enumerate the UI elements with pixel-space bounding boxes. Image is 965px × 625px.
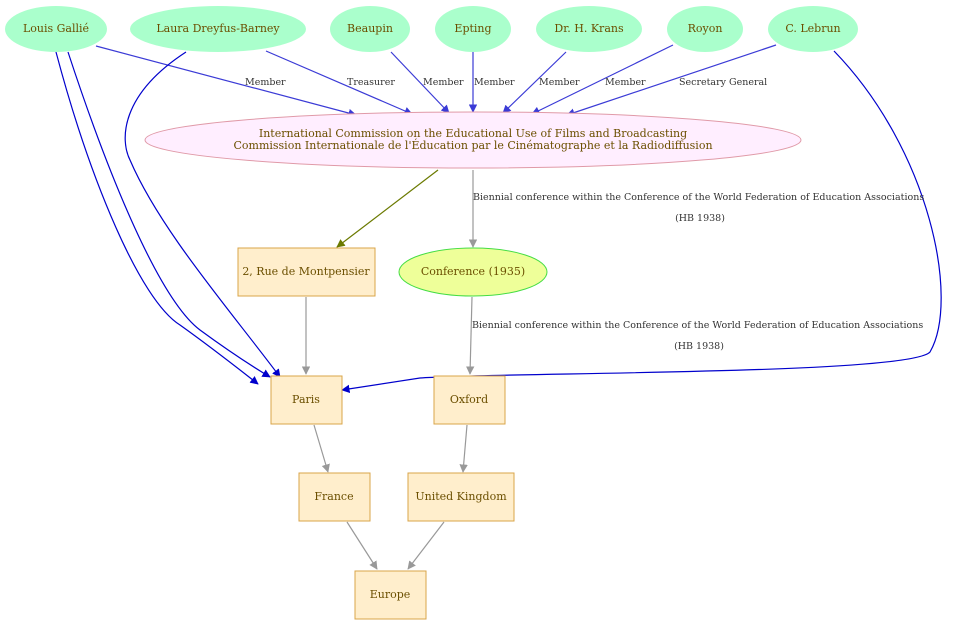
node-label: France <box>314 490 353 503</box>
node-label: Conference (1935) <box>421 265 525 278</box>
edges-person-place <box>55 50 942 394</box>
label-biennial-upper: Biennial conference within the Conferenc… <box>473 192 924 203</box>
edge-lebrun-secretary <box>566 44 777 117</box>
node-shape <box>435 6 511 52</box>
node-shape <box>354 570 427 620</box>
edges-hierarchy <box>301 169 478 570</box>
node-beaupin[interactable]: Beaupin <box>330 6 410 52</box>
node-label: Royon <box>688 22 723 35</box>
edge-dreyfus-treasurer <box>265 50 413 115</box>
node-commission[interactable]: International Commission on the Educatio… <box>144 111 802 169</box>
node-shape <box>433 375 506 425</box>
node-shape <box>330 6 410 52</box>
label-hb-lower: (HB 1938) <box>674 341 724 352</box>
edge-oxford-uk <box>459 424 468 473</box>
node-shape <box>768 6 858 52</box>
edges-membership <box>95 44 777 118</box>
node-epting[interactable]: Epting <box>435 6 511 52</box>
node-oxford[interactable]: Oxford <box>433 375 506 425</box>
node-united-kingdom[interactable]: United Kingdom <box>407 472 515 522</box>
node-laura-dreyfus-barney[interactable]: Laura Dreyfus-Barney <box>130 6 306 52</box>
node-label: Laura Dreyfus-Barney <box>156 22 280 35</box>
node-label: Beaupin <box>347 22 393 35</box>
node-shape <box>130 6 306 52</box>
node-label: Louis Gallié <box>23 22 89 35</box>
node-shape <box>270 375 343 425</box>
label-hb-upper: (HB 1938) <box>675 213 725 224</box>
edge-lebrun-paris <box>341 50 942 394</box>
edge-uk-europe <box>407 521 445 570</box>
label-lebrun-secretary: Secretary General <box>679 77 767 88</box>
label-beaupin-member: Member <box>423 77 464 88</box>
node-shape <box>536 6 642 52</box>
node-louis-gallie[interactable]: Louis Gallié <box>5 6 107 52</box>
edge-conference-oxford <box>465 296 475 375</box>
node-rue-de-montpensier[interactable]: 2, Rue de Montpensier <box>237 247 376 297</box>
edge-krans-member <box>502 51 567 114</box>
org-name-french: Commission Internationale de l'Éducation… <box>233 138 712 152</box>
org-name-english: International Commission on the Educatio… <box>259 127 687 140</box>
node-label: Paris <box>292 393 320 406</box>
edge-paris-france <box>313 424 330 473</box>
node-shape <box>667 6 743 52</box>
edge-france-europe <box>346 521 378 570</box>
node-shape <box>5 6 107 52</box>
edge-gallie-paris-2 <box>67 51 271 378</box>
node-label: Epting <box>454 22 491 35</box>
node-paris[interactable]: Paris <box>270 375 343 425</box>
edge-gallie-member <box>95 45 357 118</box>
node-label: United Kingdom <box>415 490 507 503</box>
edge-royon-member <box>531 44 674 115</box>
label-dreyfus-treasurer: Treasurer <box>347 77 395 88</box>
edge-gallie-paris-1 <box>55 51 259 385</box>
node-shape <box>237 247 376 297</box>
edge-commission-rue <box>336 169 439 248</box>
node-europe[interactable]: Europe <box>354 570 427 620</box>
node-shape <box>398 247 548 297</box>
node-label: C. Lebrun <box>785 22 840 35</box>
label-royon-member: Member <box>605 77 646 88</box>
node-shape <box>298 472 371 522</box>
node-label: Oxford <box>450 393 488 406</box>
label-epting-member: Member <box>474 77 515 88</box>
node-royon[interactable]: Royon <box>667 6 743 52</box>
node-label: Dr. H. Krans <box>554 22 624 35</box>
label-krans-member: Member <box>539 77 580 88</box>
edge-beaupin-member <box>390 51 450 114</box>
label-biennial-lower: Biennial conference within the Conferenc… <box>472 320 923 331</box>
node-shape <box>144 111 802 169</box>
node-shape <box>407 472 515 522</box>
node-dr-h-krans[interactable]: Dr. H. Krans <box>536 6 642 52</box>
node-conference-1935[interactable]: Conference (1935) <box>398 247 548 297</box>
edge-labels: Member Treasurer Member Member Member Me… <box>245 77 924 352</box>
node-label: Europe <box>370 588 411 601</box>
label-gallie-member: Member <box>245 77 286 88</box>
person-nodes: Louis Gallié Laura Dreyfus-Barney Beaupi… <box>5 6 858 52</box>
place-nodes: 2, Rue de Montpensier Paris Oxford Franc… <box>237 247 515 620</box>
node-c-lebrun[interactable]: C. Lebrun <box>768 6 858 52</box>
edge-dreyfus-paris <box>124 51 281 378</box>
node-france[interactable]: France <box>298 472 371 522</box>
node-label: 2, Rue de Montpensier <box>242 265 370 278</box>
